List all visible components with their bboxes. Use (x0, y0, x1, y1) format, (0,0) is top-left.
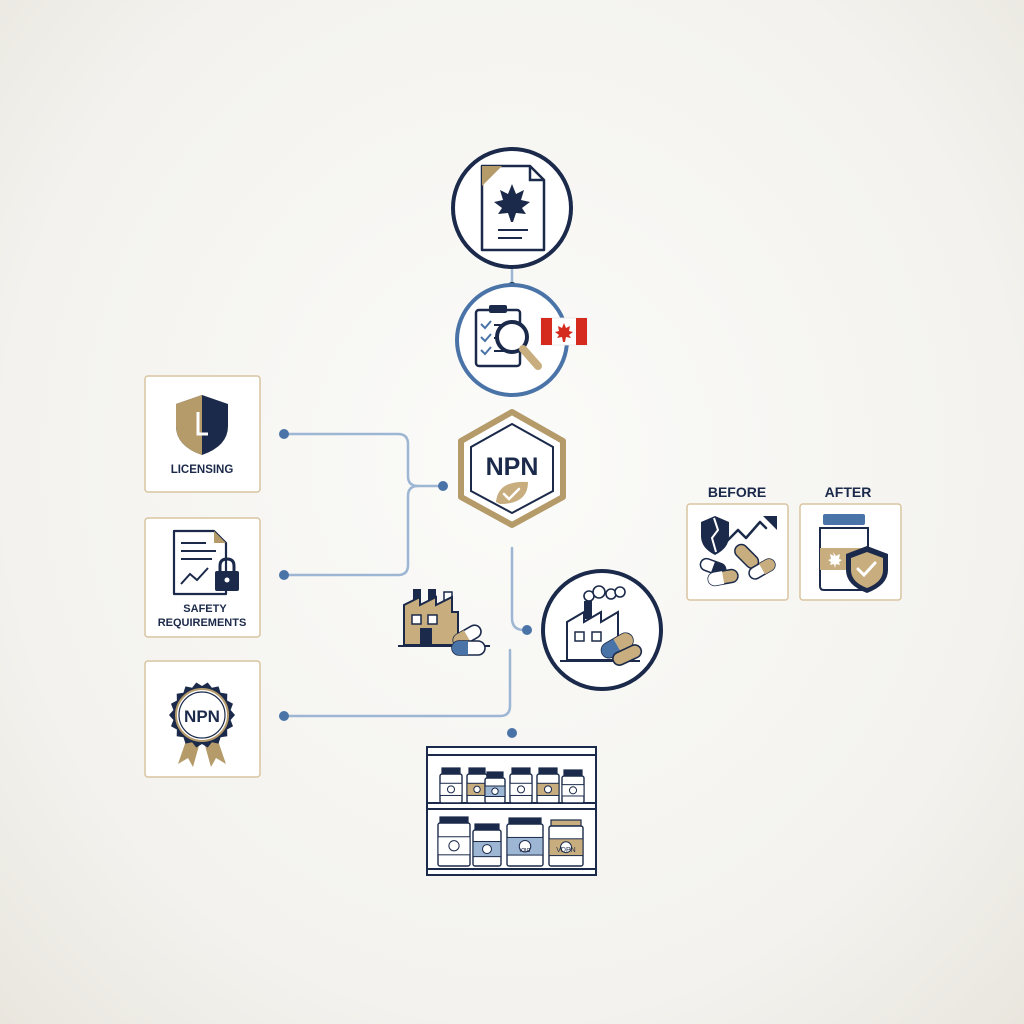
shelf-jar-label-2: VDPN (556, 847, 575, 854)
connector-factory (510, 546, 529, 632)
connector-lines (282, 268, 529, 718)
card-licensing-label: LICENSING (171, 464, 234, 476)
card-safety-requirements: SAFETY REQUIREMENTS (144, 517, 261, 638)
canada-document-icon (451, 147, 573, 269)
card-licensing: LICENSING (144, 375, 261, 493)
shelf-jar (509, 767, 533, 804)
trend-arrow-icon (722, 516, 777, 546)
broken-shield-icon (701, 516, 729, 555)
shelf-jar (466, 767, 488, 804)
factory-icon (541, 569, 663, 691)
card-safety-label-line1: SAFETY (183, 603, 227, 615)
capsules-icon (699, 543, 776, 587)
checklist-magnifier-icon (455, 283, 569, 397)
shield-icon (176, 395, 228, 455)
check-shield-icon (846, 546, 888, 593)
shelf-jar-label-1: ɩɑɩɑ (520, 847, 531, 854)
card-npn-seal-label: NPN (184, 707, 220, 726)
top-shelf-jars (439, 767, 585, 804)
shelf-jar (484, 771, 506, 804)
document-lock-icon (172, 529, 239, 596)
after-card (799, 503, 902, 601)
npn-badge: NPN (458, 409, 566, 528)
before-card (686, 503, 789, 601)
card-npn-seal: NPN (144, 660, 261, 778)
npn-badge-text: NPN (486, 453, 539, 481)
seal-ribbon-icon (169, 682, 235, 767)
card-safety-label-line2: REQUIREMENTS (158, 617, 247, 629)
shelf-jar (561, 769, 585, 804)
connector-safety (282, 484, 420, 577)
canada-flag-icon (540, 317, 588, 346)
connector-npn-seal (282, 648, 512, 718)
after-label: AFTER (825, 484, 872, 500)
shelf-jar (439, 767, 463, 804)
store-shelf-icon: ɩɑɩɑ VDPN (426, 746, 597, 876)
leaf-check-icon (496, 481, 528, 504)
shelf-jar (472, 823, 502, 867)
bottom-shelf-jars (437, 816, 584, 867)
shelf-jar (506, 817, 544, 867)
before-label: BEFORE (708, 484, 766, 500)
factory-capsule-icon (398, 589, 490, 656)
shelf-jar (548, 819, 584, 867)
shelf-jar (437, 816, 471, 867)
shelf-jar (536, 767, 560, 804)
connector-licensing (282, 432, 442, 488)
